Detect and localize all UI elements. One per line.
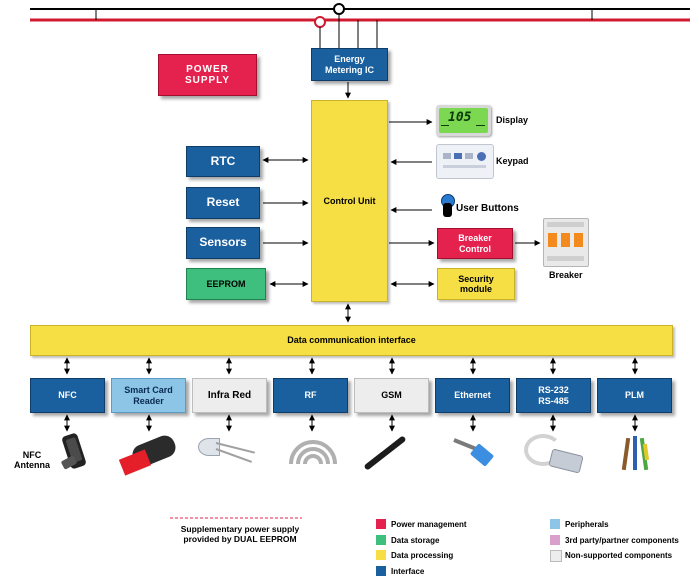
supplementary-note: Supplementary power supply provided by D… — [180, 524, 300, 544]
user-button-icon — [441, 194, 455, 218]
legend-label: Interface — [391, 567, 425, 576]
interface-block: NFC — [30, 378, 105, 413]
control-unit-block: Control Unit — [311, 100, 388, 302]
eeprom-block: EEPROM — [186, 268, 266, 300]
rtc-block: RTC — [186, 146, 260, 177]
legend-swatch — [376, 566, 386, 576]
legend-label: 3rd party/partner components — [565, 536, 679, 545]
power-supply-block: POWER SUPPLY — [158, 54, 257, 96]
interface-arrows — [64, 357, 638, 432]
interface-block: PLM — [597, 378, 672, 413]
interface-block: RS-232 RS-485 — [516, 378, 591, 413]
security-module-block: Security module — [437, 268, 515, 300]
rf-waves-icon — [288, 432, 338, 468]
legend-label: Power management — [391, 520, 467, 529]
keypad-label: Keypad — [496, 156, 529, 166]
legend-label: Data storage — [391, 536, 440, 545]
sensors-block: Sensors — [186, 227, 260, 259]
breaker-label: Breaker — [549, 270, 583, 280]
lcd-display-icon: 105 — [436, 105, 491, 136]
interface-block: RF — [273, 378, 348, 413]
legend-label: Peripherals — [565, 520, 609, 529]
tap-black — [333, 3, 345, 15]
legend-swatch — [550, 519, 560, 529]
display-readout: 105 — [448, 110, 472, 125]
tap-red — [314, 16, 326, 28]
interface-block: Ethernet — [435, 378, 510, 413]
power-wires-icon — [620, 432, 652, 476]
nfc-phone-icon — [60, 432, 92, 474]
display-label: Display — [496, 115, 529, 125]
legend-label: Data processing — [391, 551, 454, 560]
reset-block: Reset — [186, 187, 260, 219]
legend-swatch — [376, 535, 386, 545]
infrared-led-icon — [196, 432, 260, 472]
user-buttons-label: User Buttons — [456, 203, 519, 214]
smart-card-reader-icon — [118, 432, 180, 476]
legend-swatch — [376, 519, 386, 529]
ethernet-cable-icon — [450, 432, 498, 472]
legend-swatch — [376, 550, 386, 560]
serial-cable-icon — [520, 430, 586, 476]
keypad-icon — [436, 144, 494, 179]
legend-label: Non-supported components — [565, 551, 673, 560]
nfc-antenna-label: NFC Antenna — [14, 450, 50, 471]
gsm-antenna-icon — [362, 432, 412, 472]
data-communication-interface-block: Data communication interface — [30, 325, 673, 356]
interface-block: GSM — [354, 378, 429, 413]
energy-metering-ic-block: Energy Metering IC — [311, 48, 388, 81]
legend-swatch — [550, 550, 562, 562]
breaker-control-block: Breaker Control — [437, 228, 513, 259]
interface-block: Smart Card Reader — [111, 378, 186, 413]
interface-block: Infra Red — [192, 378, 267, 413]
breaker-icon — [543, 218, 589, 267]
legend-swatch — [550, 535, 560, 545]
